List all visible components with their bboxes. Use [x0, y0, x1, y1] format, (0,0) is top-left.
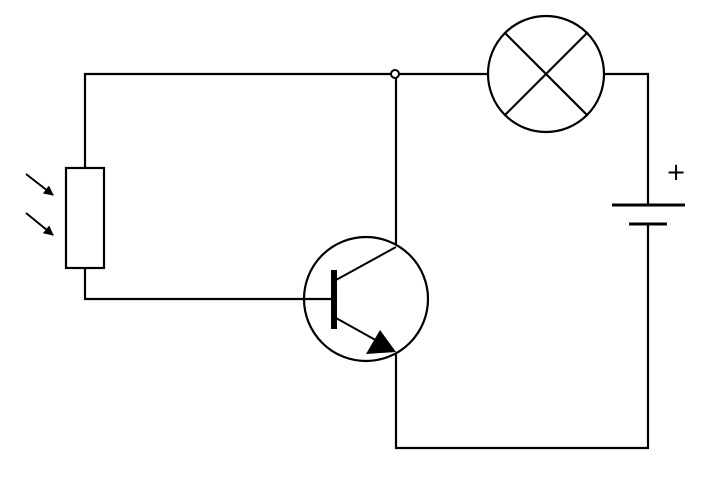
lamp-icon [486, 14, 606, 134]
light-dependent-resistor-icon [25, 166, 106, 270]
emitter-arrow-icon [366, 330, 396, 354]
wire-right-bottom [394, 222, 650, 450]
ldr-body [64, 166, 106, 270]
junction-dot-icon [390, 69, 400, 79]
wire-ldr-base [83, 266, 336, 301]
wire-right-top [602, 72, 650, 206]
transistor-collector-lead [335, 246, 397, 281]
lamp-cross-line [503, 31, 589, 117]
wire-top [83, 72, 490, 170]
light-ray-arrow-icon [25, 212, 54, 236]
npn-transistor-icon [301, 235, 430, 363]
battery-plus-label: + [666, 158, 686, 186]
wires [83, 72, 650, 450]
battery-icon: + [612, 158, 686, 226]
light-ray-arrow-icon [25, 173, 54, 196]
